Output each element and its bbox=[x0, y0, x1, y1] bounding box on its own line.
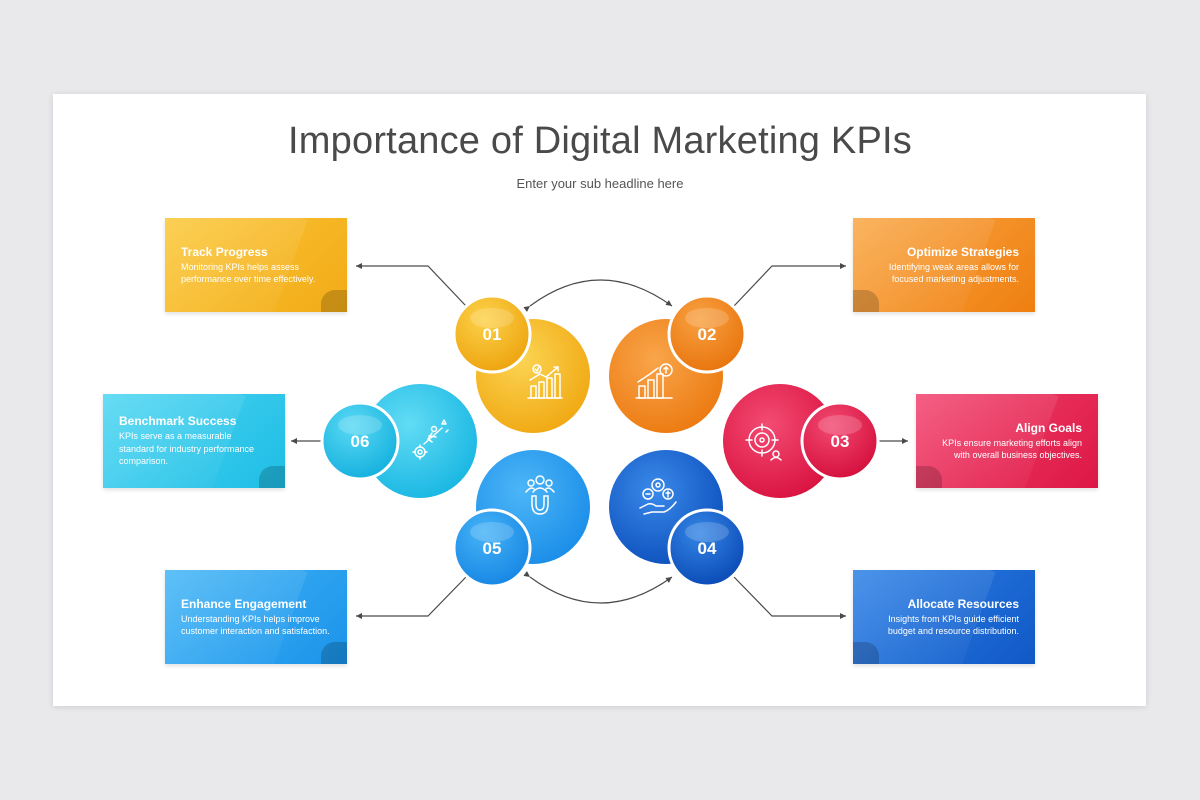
card-optimize-strategies: Optimize Strategies Identifying weak are… bbox=[853, 218, 1035, 312]
card-heading: Allocate Resources bbox=[907, 596, 1019, 611]
big-circle-03 bbox=[723, 384, 837, 498]
step-number-01: 01 bbox=[483, 325, 502, 344]
card-heading: Benchmark Success bbox=[119, 414, 237, 429]
card-body: Insights from KPIs guide efficient budge… bbox=[887, 613, 1019, 637]
big-circles bbox=[363, 319, 837, 564]
number-circle-03 bbox=[800, 401, 880, 481]
card-track-progress: Track Progress Monitoring KPIs helps ass… bbox=[165, 218, 347, 312]
number-circle-02 bbox=[667, 294, 747, 374]
step-number-04: 04 bbox=[698, 539, 717, 558]
number-circle-01 bbox=[452, 294, 532, 374]
number-circle-06 bbox=[320, 401, 400, 481]
card-heading: Track Progress bbox=[181, 244, 268, 259]
growth-chart-icon bbox=[527, 364, 563, 399]
connector-04 bbox=[733, 576, 846, 619]
step-number-05: 05 bbox=[483, 539, 502, 558]
step-number-03: 03 bbox=[831, 432, 850, 451]
card-benchmark-success: Benchmark Success KPIs serve as a measur… bbox=[103, 394, 285, 488]
people-magnet-icon bbox=[525, 475, 555, 515]
hand-with-gears-icon bbox=[639, 478, 677, 515]
card-body: Identifying weak areas allows for focuse… bbox=[888, 261, 1019, 285]
card-heading: Align Goals bbox=[1015, 420, 1082, 435]
page-title: Importance of Digital Marketing KPIs bbox=[288, 120, 912, 162]
connector-01 bbox=[356, 263, 467, 307]
connector-05 bbox=[356, 576, 467, 619]
rising-bar-chart-icon bbox=[635, 363, 673, 399]
number-circle-05 bbox=[452, 508, 532, 588]
card-body: KPIs ensure marketing efforts align with… bbox=[942, 437, 1082, 461]
climber-gear-icon bbox=[412, 419, 449, 460]
card-body: KPIs serve as a measurable standard for … bbox=[119, 431, 255, 467]
top-curved-arrow bbox=[523, 279, 673, 312]
card-allocate-resources: Allocate Resources Insights from KPIs gu… bbox=[853, 570, 1035, 664]
card-body: Monitoring KPIs helps assess performance… bbox=[181, 261, 316, 285]
target-crosshair-icon bbox=[745, 423, 782, 461]
step-number-02: 02 bbox=[698, 325, 717, 344]
connector-02 bbox=[733, 263, 846, 307]
card-enhance-engagement: Enhance Engagement Understanding KPIs he… bbox=[165, 570, 347, 664]
card-align-goals: Align Goals KPIs ensure marketing effort… bbox=[916, 394, 1098, 488]
connector-lines bbox=[291, 263, 908, 619]
number-circle-04 bbox=[667, 508, 747, 588]
page-subtitle: Enter your sub headline here bbox=[516, 176, 684, 191]
bottom-curved-arrow bbox=[523, 571, 673, 604]
step-number-06: 06 bbox=[351, 432, 370, 451]
card-body: Understanding KPIs helps improve custome… bbox=[181, 613, 330, 637]
number-circles bbox=[320, 294, 880, 588]
card-heading: Optimize Strategies bbox=[906, 244, 1019, 259]
big-circle-06 bbox=[363, 384, 477, 498]
card-heading: Enhance Engagement bbox=[181, 596, 307, 611]
